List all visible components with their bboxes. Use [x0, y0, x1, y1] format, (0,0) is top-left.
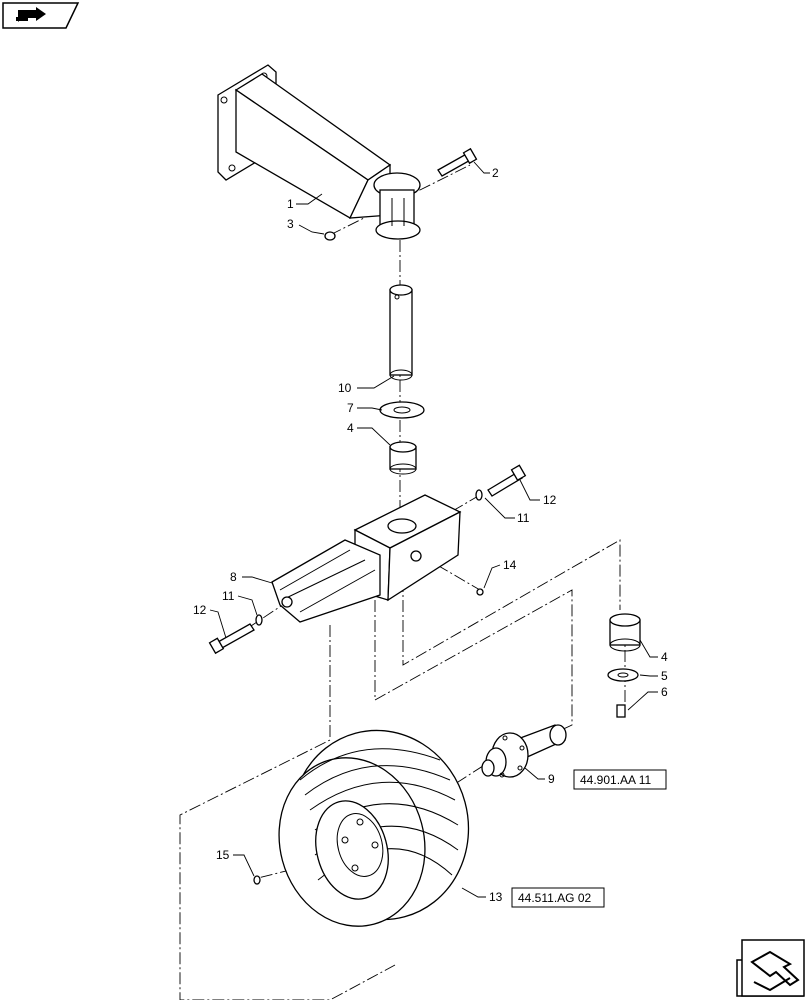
callout-7: 7 [347, 401, 354, 415]
callout-6: 6 [661, 685, 668, 699]
grease-nipple-part [616, 704, 626, 718]
callout-4-upper: 4 [347, 421, 354, 435]
callout-10: 10 [338, 381, 352, 395]
washer-lower-part [607, 668, 639, 682]
pivot-pin-part [389, 284, 413, 381]
callout-4-lower: 4 [661, 650, 668, 664]
callout-15: 15 [216, 848, 230, 862]
leader-lines [209, 161, 658, 898]
valve-part [253, 875, 261, 885]
grease-fitting-part [476, 588, 484, 596]
nut-part [324, 231, 336, 241]
callout-12-left: 12 [193, 603, 207, 617]
hub-reference-link[interactable]: 44.901.AA 11 [573, 769, 667, 790]
callout-1: 1 [287, 197, 294, 211]
callout-9: 9 [548, 772, 555, 786]
wheel-hub-part [481, 724, 567, 778]
bolt-part [437, 147, 478, 177]
bushing-lower-part [609, 613, 641, 652]
callout-13: 13 [489, 890, 503, 904]
lock-washer-upper-part [475, 489, 483, 501]
bolt-left-part [208, 623, 255, 655]
lock-washer-left-part [255, 614, 263, 626]
next-page-arrow-icon[interactable] [736, 939, 805, 997]
callout-labels: 1 2 3 4 4 5 6 7 8 9 10 11 11 12 12 13 14… [193, 166, 668, 904]
caster-fork-part [271, 494, 462, 623]
wheel-reference-link[interactable]: 44.511.AG 02 [511, 887, 605, 908]
callout-11-left: 11 [222, 589, 235, 603]
support-arm-part [217, 64, 421, 240]
wheel-reference-text: 44.511.AG 02 [518, 891, 591, 905]
hub-reference-text: 44.901.AA 11 [580, 773, 652, 787]
nav-arrow-icon[interactable] [2, 2, 80, 29]
bolt-upper-right-part [487, 464, 527, 497]
wheel-tire-part [278, 729, 470, 927]
callout-3: 3 [287, 217, 294, 231]
bushing-upper-part [389, 441, 417, 475]
callout-5: 5 [661, 669, 668, 683]
callout-8: 8 [230, 570, 237, 584]
washer-part [379, 401, 425, 419]
callout-14: 14 [503, 558, 517, 572]
callout-2: 2 [492, 166, 499, 180]
callout-12-upper: 12 [543, 493, 557, 507]
callout-11-upper: 11 [517, 511, 530, 525]
